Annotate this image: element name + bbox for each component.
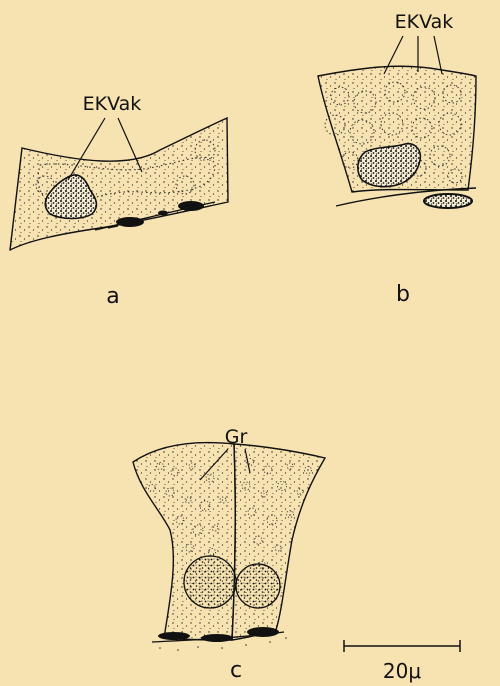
label-gr: Gr [225,426,248,448]
flat-nucleus-c3 [247,627,279,637]
panel-c-drawing [133,443,325,651]
nucleus-c-right [236,564,280,608]
flat-nucleus-b [424,194,472,208]
label-ekvak-b: EKVak [395,11,454,33]
flat-nucleus-c1 [158,632,190,640]
scale-bar [344,640,460,652]
cell-outline-c-left [133,443,235,640]
panel-label-b: b [396,282,410,307]
panel-label-a: a [106,284,119,309]
nucleus-c-left [184,556,236,608]
cell-outline-c-right [232,444,325,640]
flat-nucleus-a1 [116,217,144,227]
scale-bar-label: 20μ [383,659,421,683]
panel-b-drawing [318,66,476,208]
panel-a-drawing [10,118,228,250]
label-ekvak-a: EKVak [83,93,142,115]
flat-nucleus-a2 [178,201,204,211]
cell-outline-a [10,118,228,250]
panel-label-c: c [230,658,242,683]
flat-nucleus-c2 [201,634,233,642]
